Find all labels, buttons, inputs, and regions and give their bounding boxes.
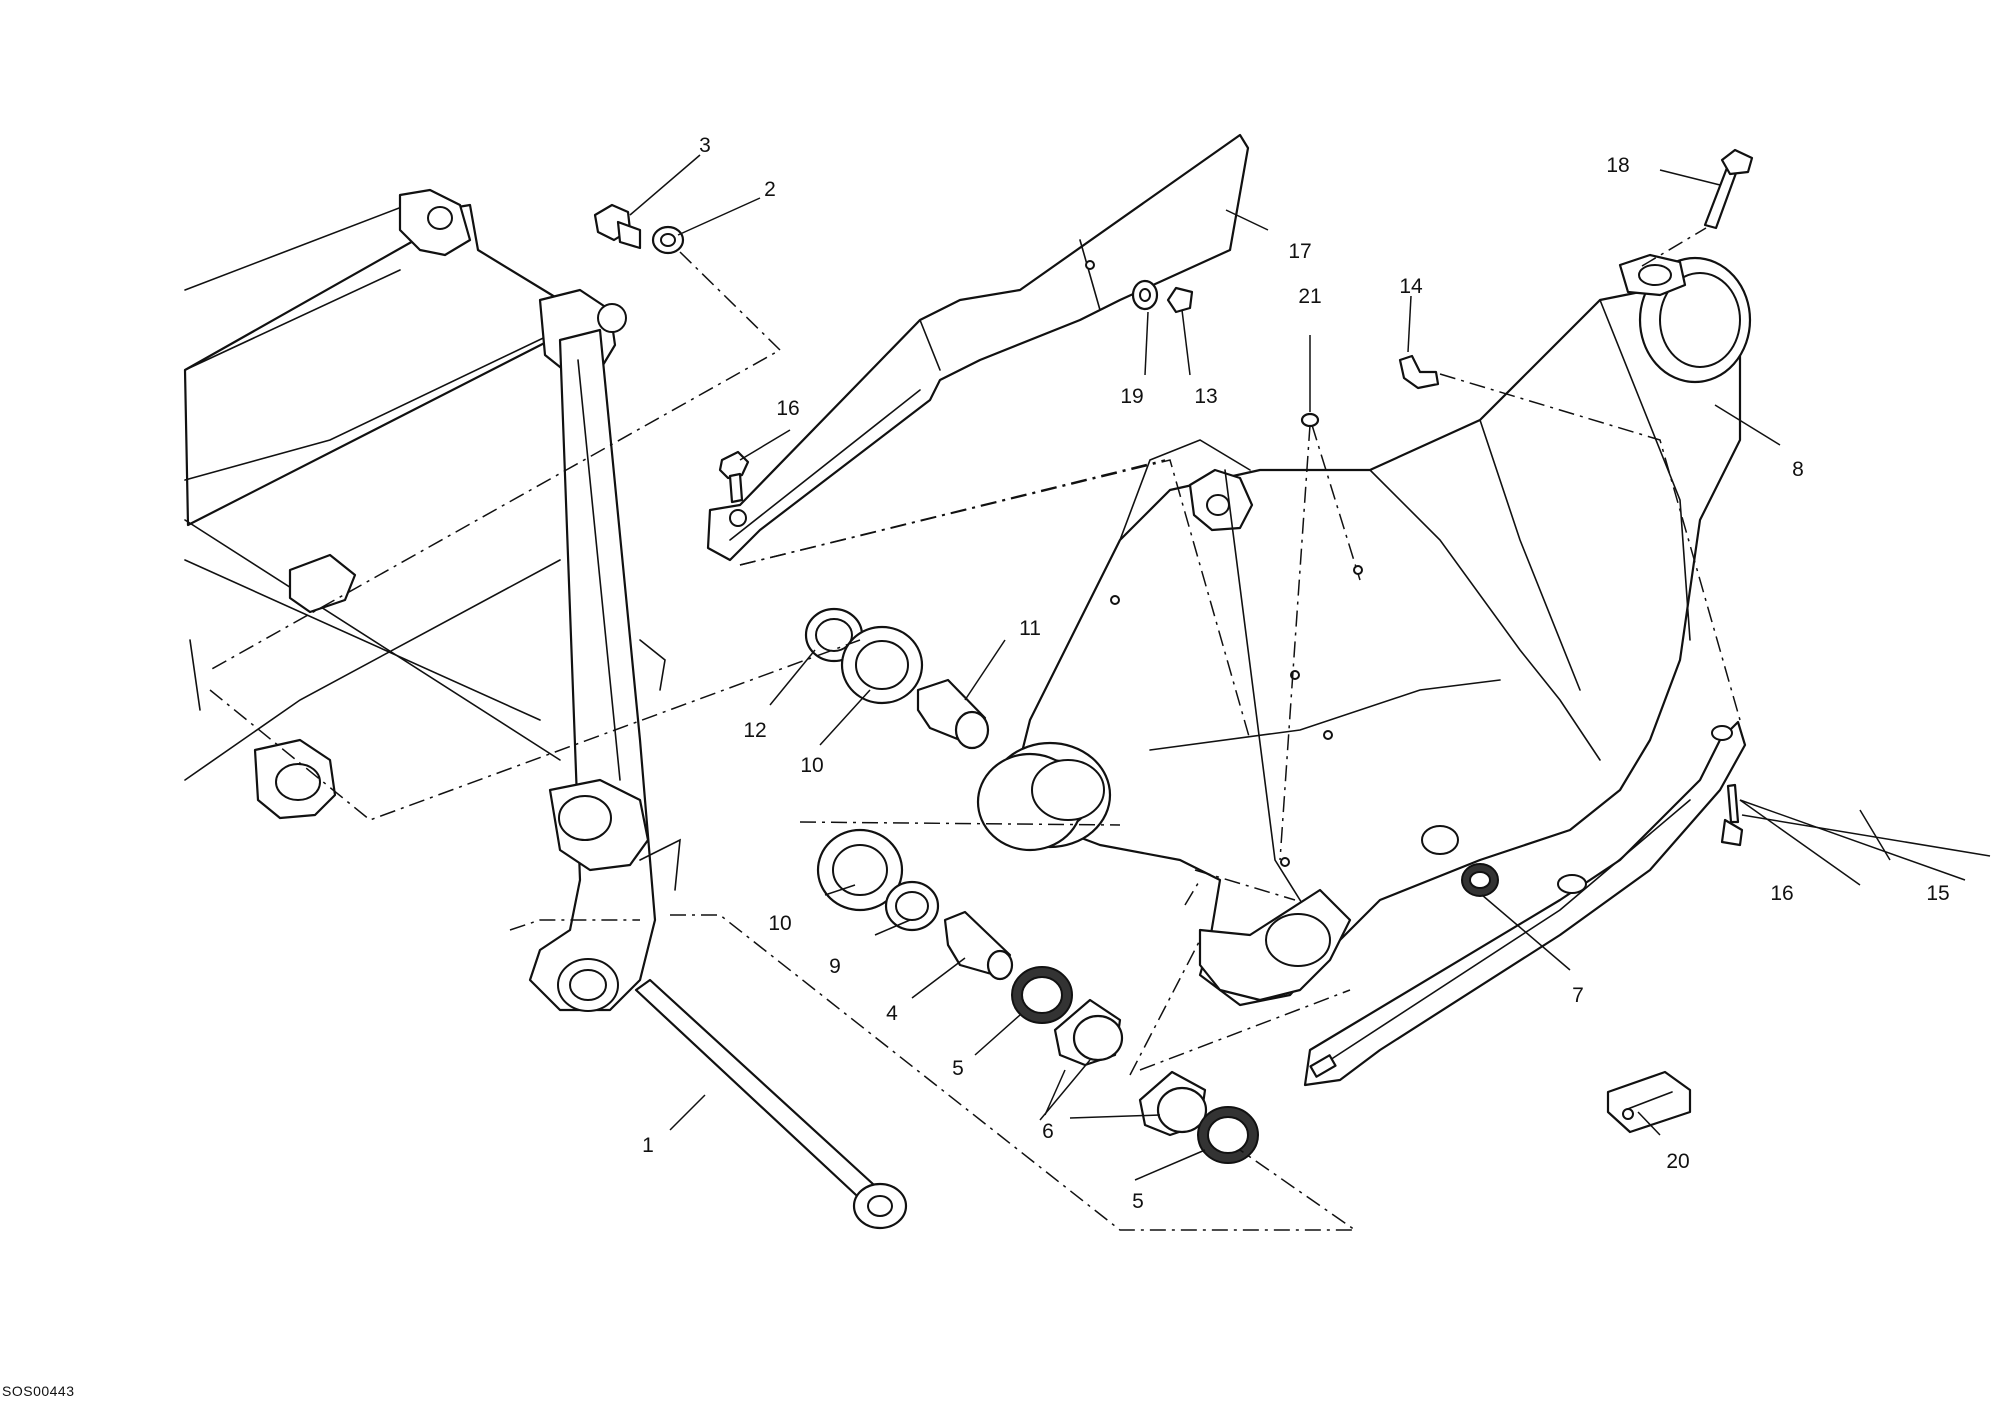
callout-7: 7 (1572, 984, 1584, 1007)
callout-12: 12 (743, 719, 766, 742)
callout-15: 15 (1926, 882, 1949, 905)
callout-5-lower: 5 (1132, 1190, 1144, 1213)
callout-19: 19 (1120, 385, 1143, 408)
callout-21: 21 (1298, 285, 1321, 308)
swingarm-drawing (976, 253, 1752, 1007)
leader-lines (629, 154, 1991, 1181)
callout-10-upper: 10 (800, 754, 823, 777)
callout-2: 2 (764, 178, 776, 201)
drawing-code: SOS00443 (2, 1383, 75, 1399)
assembly-lines (209, 227, 1741, 1231)
frame-drawing (183, 188, 681, 1012)
callout-10-lower: 10 (768, 912, 791, 935)
callout-3: 3 (699, 134, 711, 157)
chain-slider-drawing (1303, 720, 1747, 1087)
callout-1: 1 (642, 1134, 654, 1157)
callout-13: 13 (1194, 385, 1217, 408)
callout-6: 6 (1042, 1120, 1054, 1143)
callout-8: 8 (1792, 458, 1804, 481)
callout-14: 14 (1399, 275, 1423, 298)
callout-16-lower: 16 (1770, 882, 1793, 905)
callout-9: 9 (829, 955, 841, 978)
small-parts-drawing (593, 148, 1754, 1230)
callout-18: 18 (1606, 154, 1629, 177)
callout-4: 4 (886, 1002, 898, 1025)
callout-11: 11 (1019, 617, 1041, 640)
callout-20: 20 (1666, 1150, 1689, 1173)
callout-17: 17 (1288, 240, 1311, 263)
callout-5-upper: 5 (952, 1057, 964, 1080)
callout-16-upper: 16 (776, 397, 799, 420)
callout-labels: 1 2 3 4 5 5 6 7 8 9 10 10 11 12 13 14 15… (642, 134, 1950, 1213)
chain-guard-drawing (706, 133, 1250, 562)
